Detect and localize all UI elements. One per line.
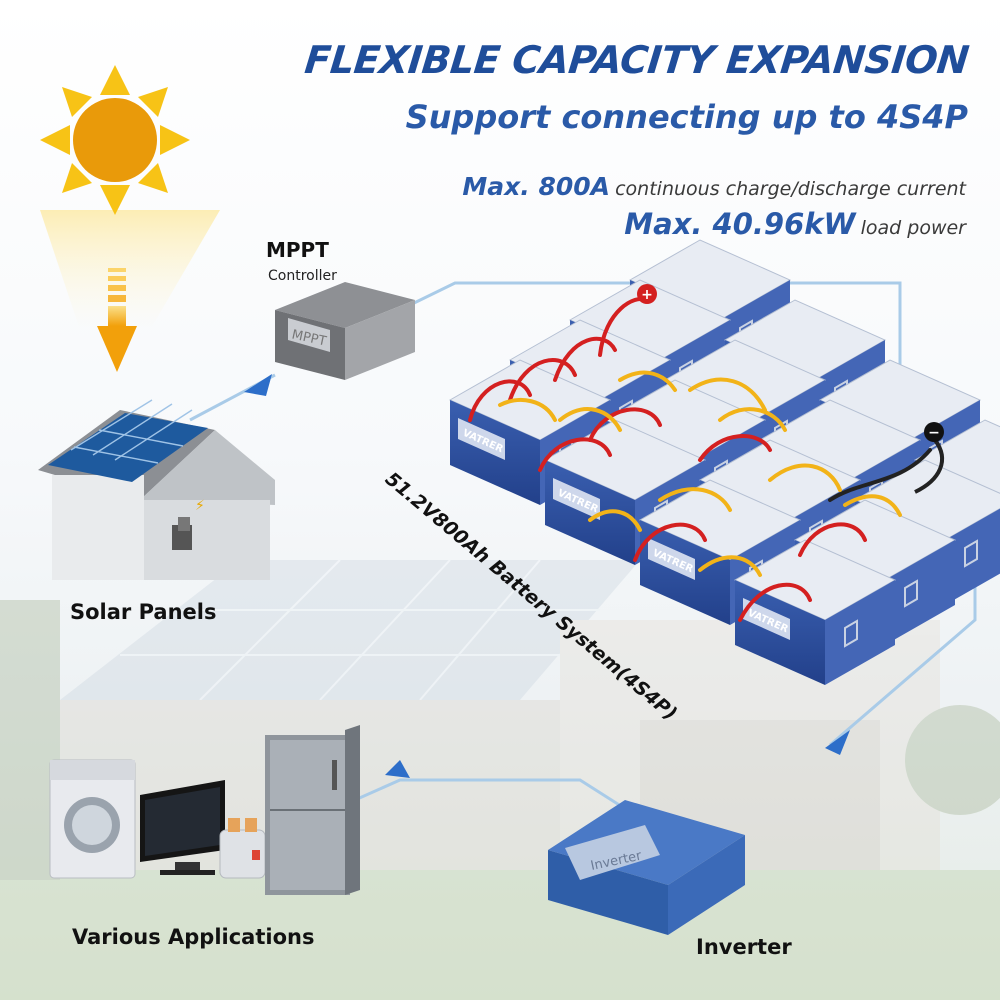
spec-power: Max. 40.96kW load power (624, 207, 966, 241)
positive-terminal-text: + (641, 287, 653, 303)
negative-terminal-icon: − (914, 422, 945, 494)
mppt-label: MPPT (266, 238, 329, 262)
spec-current-value: Max. 800A (462, 172, 611, 201)
sunlight-arrow-icon (97, 268, 137, 372)
applications-label: Various Applications (72, 925, 315, 949)
flow-arrows (244, 374, 850, 778)
mppt-sublabel: Controller (268, 268, 337, 284)
sun-icon (40, 65, 220, 330)
svg-text:⚡: ⚡ (195, 498, 205, 514)
inverter-box: Inverter (548, 800, 745, 935)
monitor-icon (140, 780, 225, 875)
spec-power-value: Max. 40.96kW (624, 207, 856, 241)
house-illustration: ⚡ (38, 399, 275, 580)
battery-module: VATRER (733, 539, 897, 685)
spec-current: Max. 800A continuous charge/discharge cu… (462, 172, 966, 201)
mppt-box-text: MPPT (290, 327, 327, 349)
solar-panel-array (48, 399, 208, 482)
spec-power-text: load power (860, 217, 966, 239)
negative-terminal-text: − (928, 425, 940, 441)
positive-terminal-icon: + (637, 284, 657, 304)
washing-machine-icon (49, 759, 136, 879)
battery-cables (468, 297, 932, 622)
refrigerator-icon (265, 725, 360, 895)
spec-current-text: continuous charge/discharge current (615, 178, 966, 200)
page-title: FLEXIBLE CAPACITY EXPANSION (302, 38, 971, 82)
page-subtitle: Support connecting up to 4S4P (405, 98, 968, 136)
solar-panels-label: Solar Panels (70, 600, 217, 624)
inverter-label: Inverter (696, 935, 792, 959)
mppt-controller-box: MPPT (275, 282, 415, 380)
